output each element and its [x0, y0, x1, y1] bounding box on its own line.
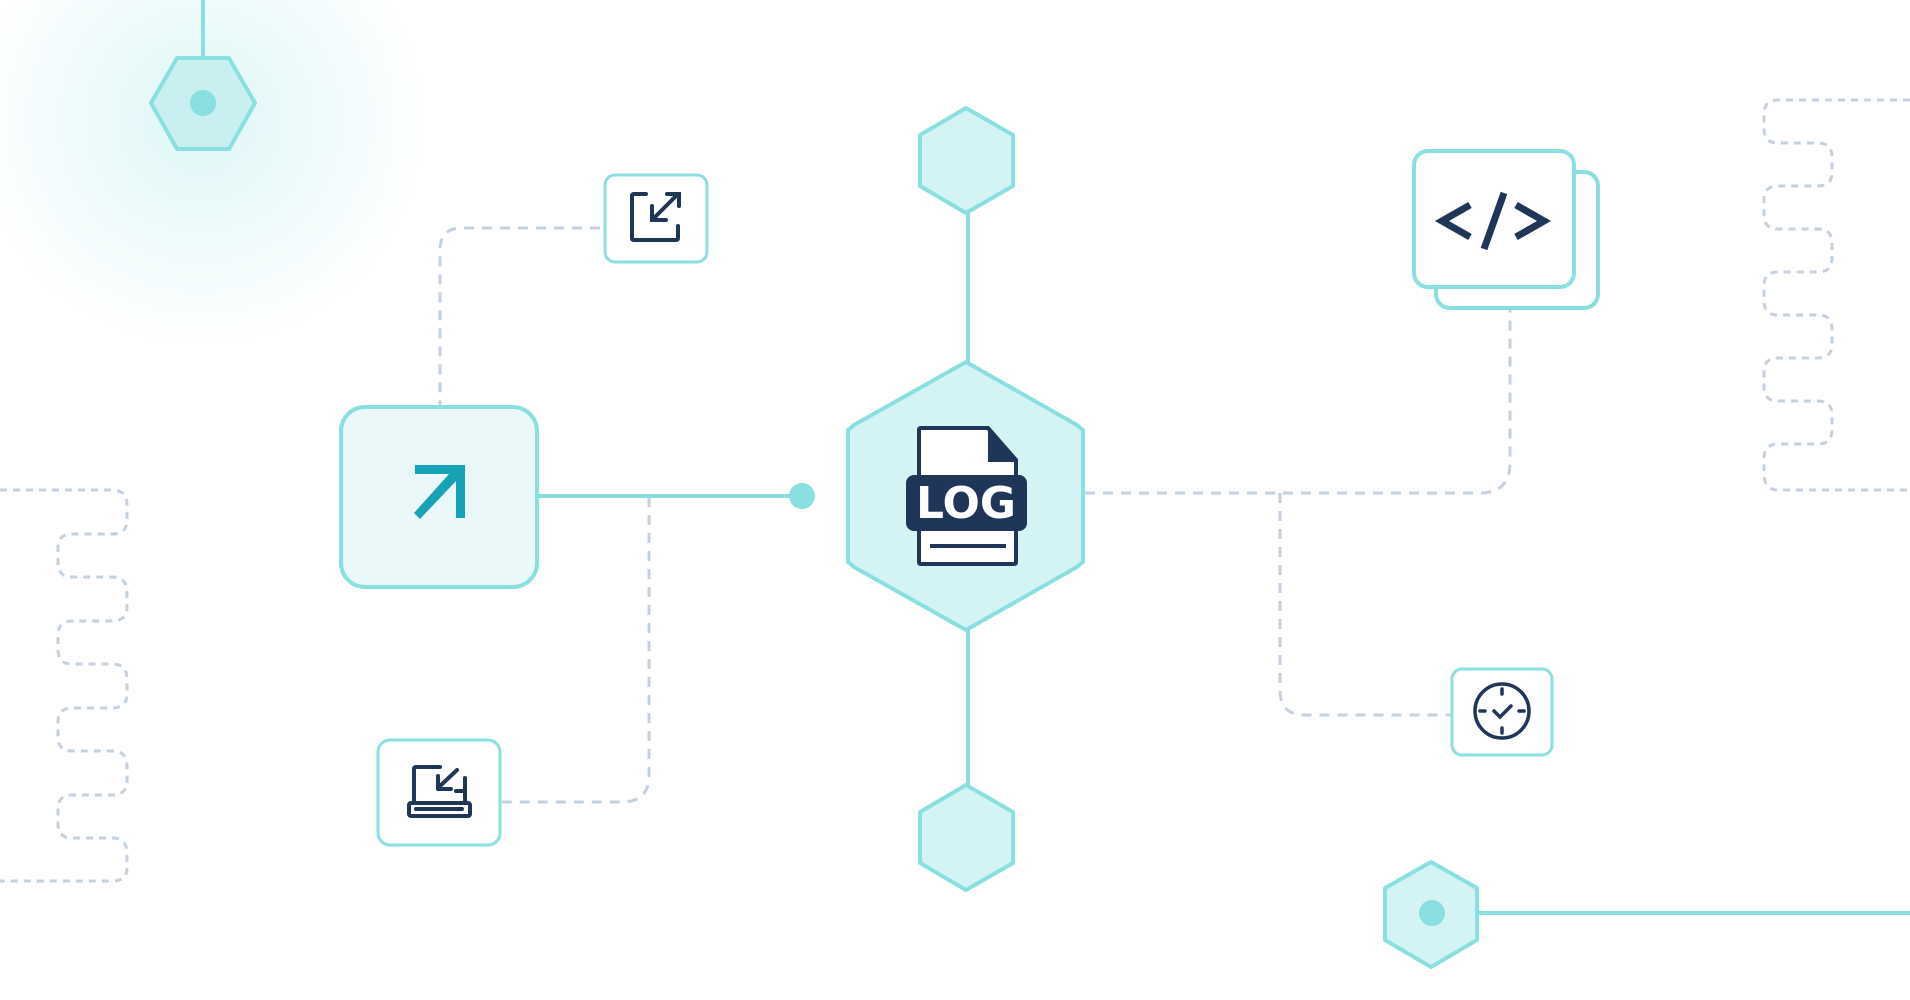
background-glow — [0, 0, 430, 350]
import-top-node[interactable] — [603, 173, 709, 264]
dashed-connector-bottom-import — [502, 497, 651, 804]
hex-node-bottom-right — [1383, 860, 1479, 969]
hex-node-top-left — [149, 56, 257, 151]
import-arrow-icon — [630, 192, 681, 242]
center-log-node[interactable]: LOG — [846, 360, 1085, 632]
hex-node-bottom-center — [918, 783, 1015, 892]
dashed-connector-right — [1085, 310, 1512, 495]
timer-node-box — [1450, 667, 1554, 757]
log-file-icon: LOG — [906, 426, 1027, 566]
endpoint-dot-export — [789, 483, 815, 509]
left-serpentine-pattern — [0, 488, 129, 883]
right-serpentine-pattern — [1762, 98, 1910, 492]
hex-node-dot — [1419, 900, 1445, 926]
tray-import-node[interactable] — [376, 738, 502, 847]
hex-node-top-center — [918, 106, 1015, 215]
export-node[interactable] — [339, 405, 539, 589]
code-node[interactable] — [1412, 149, 1600, 310]
arrow-up-right-icon — [414, 465, 465, 519]
dashed-connector-timer — [1278, 493, 1453, 717]
tray-import-icon — [407, 765, 472, 818]
clock-check-icon — [1473, 682, 1531, 740]
log-badge-text: LOG — [916, 478, 1016, 529]
tray-import-node-box — [376, 738, 502, 847]
timer-node[interactable] — [1450, 667, 1554, 757]
code-brackets-icon — [1434, 191, 1552, 251]
dashed-connectors — [438, 226, 1512, 804]
hex-node-dot — [190, 90, 216, 116]
dashed-connector-top-import — [438, 226, 600, 405]
